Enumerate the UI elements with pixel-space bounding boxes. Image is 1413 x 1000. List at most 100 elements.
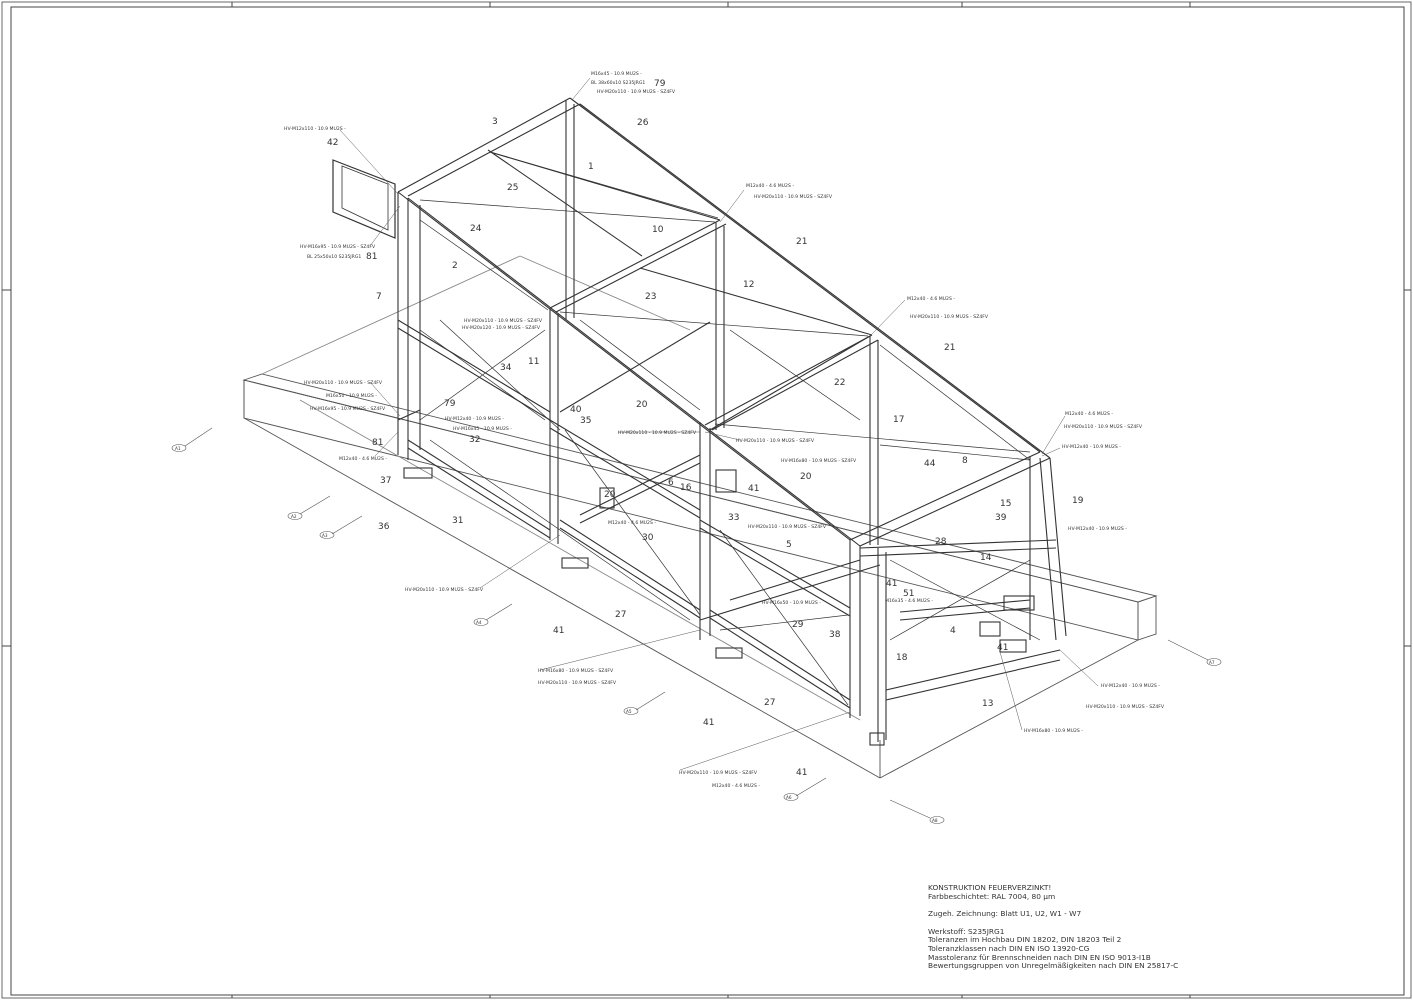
callout-text: HV-M16x80 - 10.9 MU2S - <box>1024 728 1083 734</box>
grid-mark: A7 <box>1209 660 1215 665</box>
drawing-notes: KONSTRUKTION FEUERVERZINKT! Farbbeschich… <box>928 883 1388 971</box>
callout-text: M16x45 - 10.9 MU2S - <box>591 71 642 77</box>
callout-text: HV-M20x110 - 10.9 MU2S - SZ4FV <box>754 194 833 200</box>
callout-text: HV-M20x110 - 10.9 MU2S - SZ4FV <box>618 430 697 436</box>
part-number: 5 <box>786 540 792 550</box>
part-number: 14 <box>980 553 992 563</box>
part-number: 27 <box>764 698 775 708</box>
part-number: 81 <box>366 252 377 262</box>
callout-text: HV-M16x45 - 10.9 MU2S - <box>453 426 512 432</box>
callout-text: HV-M12x110 - 10.9 MU2S - <box>284 126 346 132</box>
part-number: 35 <box>580 416 591 426</box>
part-number: 28 <box>935 537 947 547</box>
part-number: 41 <box>886 579 897 589</box>
grid-mark: A1 <box>175 446 181 451</box>
part-number: 32 <box>469 435 480 445</box>
part-number: 18 <box>896 653 908 663</box>
grid-labels: A1 A2 A3 A4 A5 A6 A7 A8 <box>175 446 1215 823</box>
part-number: 20 <box>800 472 812 482</box>
part-number: 44 <box>924 459 936 469</box>
callout-text: HV-M20x110 - 10.9 MU2S - SZ4FV <box>679 770 758 776</box>
callout-text: HV-M12x40 - 10.9 MU2S - <box>1068 526 1127 532</box>
grid-mark: A8 <box>932 818 938 823</box>
callout-text: HV-M20x110 - 10.9 MU2S - SZ4FV <box>1086 704 1165 710</box>
part-number: 3 <box>492 117 498 127</box>
part-number: 27 <box>615 610 626 620</box>
callout-text: HV-M20x110 - 10.9 MU2S - SZ4FV <box>538 680 617 686</box>
part-number: 38 <box>829 630 841 640</box>
part-number: 41 <box>748 484 759 494</box>
part-number: 41 <box>796 768 807 778</box>
callout-text: HV-M20x110 - 10.9 MU2S - SZ4FV <box>597 89 676 95</box>
grid-mark: A2 <box>291 514 297 519</box>
callout-text: HV-M16x80 - 10.9 MU2S - SZ4FV <box>538 668 614 674</box>
part-number: 11 <box>528 357 539 367</box>
steel-frame <box>332 97 1067 746</box>
note-tolerance-4: Bewertungsgruppen von Unregelmäßigkeiten… <box>928 961 1179 971</box>
foundation-slab <box>242 255 1158 779</box>
part-number: 2 <box>452 261 458 271</box>
callout-text: HV-M12x40 - 10.9 MU2S - <box>1062 444 1121 450</box>
grid-axes <box>171 427 1222 824</box>
note-tolerance-2: Toleranzklassen nach DIN EN ISO 13920-CG <box>928 943 1090 953</box>
callout-text: HV-M12x40 - 10.9 MU2S - <box>445 416 504 422</box>
part-number: 8 <box>962 456 968 466</box>
grid-mark: A3 <box>322 533 328 538</box>
note-related-drawings: Zugeh. Zeichnung: Blatt U1, U2, W1 - W7 <box>928 909 1082 919</box>
callout-text: HV-M12x40 - 10.9 MU2S - <box>1101 683 1160 689</box>
part-number: 15 <box>1000 499 1011 509</box>
callout-text: HV-M16x80 - 10.9 MU2S - SZ4FV <box>781 458 857 464</box>
callout-text: HV-M16x50 - 10.9 MU2S - <box>762 600 821 606</box>
callout-text: HV-M20x110 - 10.9 MU2S - SZ4FV <box>748 524 827 530</box>
part-number: 1 <box>588 162 594 172</box>
part-number: 81 <box>372 438 383 448</box>
callout-text: M16x35 - 4.6 MU2S - <box>885 598 933 604</box>
callout-text: HV-M20x110 - 10.9 MU2S - SZ4FV <box>304 380 383 386</box>
part-number: 20 <box>604 490 616 500</box>
part-number: 40 <box>570 405 582 415</box>
part-number: 37 <box>380 476 391 486</box>
part-number: 29 <box>792 620 804 630</box>
part-number: 10 <box>652 225 664 235</box>
callout-text: M12x40 - 4.6 MU2S - <box>339 456 387 462</box>
part-number: 42 <box>327 138 338 148</box>
part-number: 41 <box>703 718 714 728</box>
part-number: 51 <box>903 589 914 599</box>
callout-text: M12x40 - 4.6 MU2S - <box>608 520 656 526</box>
callout-text: HV-M20x110 - 10.9 MU2S - SZ4FV <box>910 314 989 320</box>
callout-text: HV-M20x120 - 10.9 MU2S - SZ4FV <box>462 325 541 331</box>
note-coating: Farbbeschichtet: RAL 7004, 80 µm <box>928 891 1056 901</box>
callout-text: M12x40 - 4.6 MU2S - <box>712 783 760 789</box>
callout-text: M12x40 - 4.6 MU2S - <box>1065 411 1113 417</box>
bolt-callouts: M16x45 - 10.9 MU2S - BL 38x60x10 S235JRG… <box>284 71 1165 789</box>
note-tolerance-3: Masstoleranz für Brennschneiden nach DIN… <box>928 952 1151 962</box>
callout-text: HV-M16x95 - 10.9 MU2S - SZ4FV <box>310 406 386 412</box>
callout-text: M12x40 - 4.6 MU2S - <box>907 296 955 302</box>
leader-lines <box>339 77 1099 771</box>
note-finish: KONSTRUKTION FEUERVERZINKT! <box>928 883 1052 892</box>
part-number: 31 <box>452 516 463 526</box>
grid-mark: A4 <box>476 620 482 625</box>
note-tolerance-1: Toleranzen im Hochbau DIN 18202, DIN 182… <box>928 935 1122 945</box>
part-number: 26 <box>637 118 649 128</box>
grid-mark: A6 <box>786 795 792 800</box>
part-number: 13 <box>982 699 993 709</box>
callout-text: HV-M20x110 - 10.9 MU2S - SZ4FV <box>464 318 543 324</box>
part-number: 17 <box>893 415 904 425</box>
callout-text: M16x50 - 10.9 MU2S - <box>326 393 377 399</box>
note-material: Werkstoff: S235JRG1 <box>928 926 1005 936</box>
callout-text: M12x40 - 4.6 MU2S - <box>746 183 794 189</box>
part-number: 22 <box>834 378 845 388</box>
part-number: 30 <box>642 533 654 543</box>
part-number: 25 <box>507 183 518 193</box>
part-number: 20 <box>636 400 648 410</box>
part-number: 4 <box>950 626 956 636</box>
callout-text: HV-M20x110 - 10.9 MU2S - SZ4FV <box>405 587 484 593</box>
callout-text: HV-M16x95 - 10.9 MU2S - SZ4FV <box>300 244 376 250</box>
part-number: 23 <box>645 292 656 302</box>
part-number: 39 <box>995 513 1007 523</box>
part-number: 19 <box>1072 496 1084 506</box>
part-number: 41 <box>997 643 1008 653</box>
